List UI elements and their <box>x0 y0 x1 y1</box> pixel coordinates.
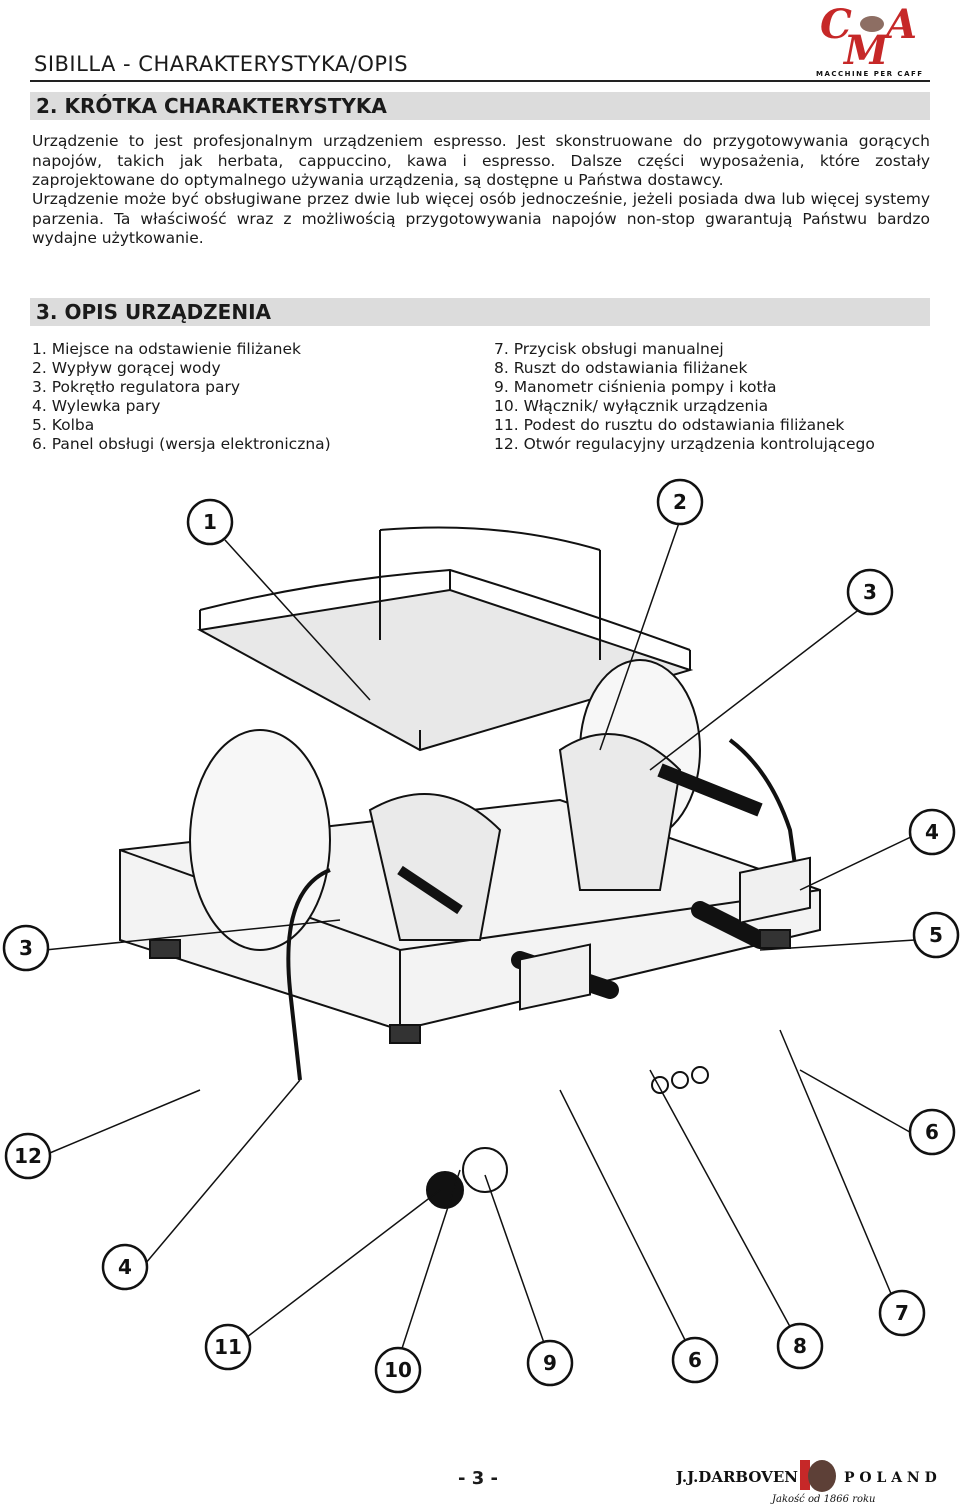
callout-circle <box>912 911 960 959</box>
callout-circle <box>4 1132 52 1180</box>
list-item: 2. Wypływ gorącej wody <box>32 359 221 377</box>
parts-list-right: 7. Przycisk obsługi manualnej 8. Ruszt d… <box>494 340 875 454</box>
list-item: 3. Pokrętło regulatora pary <box>32 378 241 396</box>
brand-mark-icon <box>800 1460 810 1490</box>
page-header-title: SIBILLA - CHARAKTERYSTYKA/OPIS <box>34 52 409 76</box>
callout-label: 9 <box>543 1351 557 1375</box>
callout-circle <box>908 1108 956 1156</box>
brand-country: P O L A N D <box>844 1470 937 1486</box>
callout-label: 6 <box>925 1120 939 1144</box>
callout-label: 10 <box>384 1358 412 1382</box>
callout-label: 3 <box>863 580 877 604</box>
callout-label: 2 <box>673 490 687 514</box>
callout-circle <box>204 1323 252 1371</box>
coffee-bean-icon <box>808 1460 836 1492</box>
page-number: - 3 - <box>458 1468 498 1489</box>
callout-label: 5 <box>929 923 943 947</box>
logo-letter-m: M <box>842 27 890 74</box>
callout-label: 4 <box>118 1255 132 1279</box>
logo-tagline: MACCHINE PER CAFFÈ <box>816 69 924 78</box>
espresso-machine-diagram: 1 2 3 3 4 5 6 12 4 11 10 9 6 8 7 <box>2 478 960 1394</box>
callout-circle <box>656 478 704 526</box>
callout-label: 1 <box>203 510 217 534</box>
logo-letter-c: C <box>820 2 852 48</box>
logo-letter-a: A <box>882 2 917 48</box>
callout-label: 4 <box>925 820 939 844</box>
header-divider <box>30 80 930 82</box>
callout-markers <box>2 478 960 1394</box>
list-item: 10. Włącznik/ wyłącznik urządzenia <box>494 397 769 415</box>
parts-list-left: 1. Miejsce na odstawienie filiżanek 2. W… <box>32 340 331 454</box>
callout-label: 7 <box>895 1301 909 1325</box>
characteristics-paragraph-1: Urządzenie to jest profesjonalnym urządz… <box>32 132 930 189</box>
callout-circle <box>846 568 894 616</box>
callout-label: 11 <box>214 1335 242 1359</box>
list-item: 9. Manometr ciśnienia pompy i kotła <box>494 378 777 396</box>
callout-label: 3 <box>19 936 33 960</box>
callout-label: 6 <box>688 1348 702 1372</box>
callout-circle <box>526 1339 574 1387</box>
section-heading-description: 3. OPIS URZĄDZENIA <box>30 298 930 326</box>
callout-circle <box>776 1322 824 1370</box>
list-item: 1. Miejsce na odstawienie filiżanek <box>32 340 301 358</box>
list-item: 8. Ruszt do odstawiania filiżanek <box>494 359 748 377</box>
list-item: 7. Przycisk obsługi manualnej <box>494 340 724 358</box>
brand-tagline: Jakość od 1866 roku <box>770 1494 876 1504</box>
callout-circle <box>374 1346 422 1394</box>
list-item: 4. Wylewka pary <box>32 397 161 415</box>
list-item: 5. Kolba <box>32 416 95 434</box>
brand-name: J.J.DARBOVEN <box>676 1468 798 1486</box>
callout-label: 12 <box>14 1144 42 1168</box>
callout-circle <box>186 498 234 546</box>
list-item: 11. Podest do rusztu do odstawiania fili… <box>494 416 845 434</box>
section-heading-characteristics: 2. KRÓTKA CHARAKTERYSTYKA <box>30 92 930 120</box>
list-item: 6. Panel obsługi (wersja elektroniczna) <box>32 435 331 453</box>
callout-circle <box>908 808 956 856</box>
callout-circle <box>671 1336 719 1384</box>
darboven-logo: J.J.DARBOVEN P O L A N D Jakość od 1866 … <box>676 1460 937 1504</box>
coffee-bean-icon <box>860 16 884 32</box>
callout-circle <box>101 1243 149 1291</box>
characteristics-paragraph-2: Urządzenie może być obsługiwane przez dw… <box>32 190 930 247</box>
callout-circle <box>2 924 50 972</box>
callout-label: 8 <box>793 1334 807 1358</box>
callout-circle <box>878 1289 926 1337</box>
list-item: 12. Otwór regulacyjny urządzenia kontrol… <box>494 435 875 453</box>
machine-drawing <box>119 526 821 1209</box>
cma-logo: C M A MACCHINE PER CAFFÈ <box>816 2 924 78</box>
